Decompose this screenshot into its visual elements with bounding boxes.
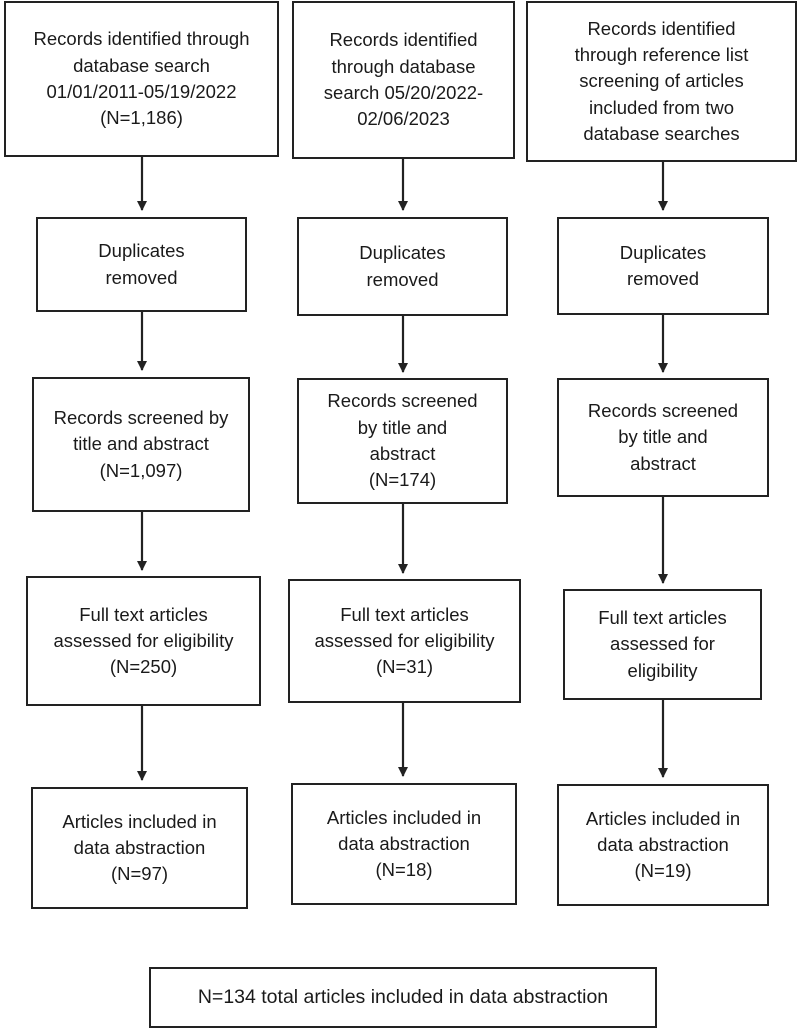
c3-fulltext-box: Full text articles assessed for eligibil… <box>563 589 762 700</box>
c2-included-box: Articles included in data abstraction (N… <box>291 783 517 905</box>
c2-fulltext-box: Full text articles assessed for eligibil… <box>288 579 521 703</box>
c1-duplicates-text: Duplicates removed <box>98 240 185 288</box>
c2-included-text: Articles included in data abstraction (N… <box>326 806 482 881</box>
c2-screened-box: Records screened by title and abstract (… <box>297 378 508 504</box>
c2-duplicates-box: Duplicates removed <box>297 217 508 316</box>
c1-included-box: Articles included in data abstraction (N… <box>31 787 248 909</box>
c3-screened-text: Records screened by title and abstract <box>587 400 739 474</box>
c2-records-box: Records identified through database sear… <box>292 1 515 159</box>
c1-included-text: Articles included in data abstraction (N… <box>62 810 217 885</box>
c1-screened-text: Records screened by title and abstract (… <box>53 407 229 481</box>
c3-included-box: Articles included in data abstraction (N… <box>557 784 769 906</box>
c3-included-text: Articles included in data abstraction (N… <box>585 807 741 882</box>
total-text: N=134 total articles included in data ab… <box>197 985 609 1008</box>
c2-fulltext-text: Full text articles assessed for eligibil… <box>314 603 495 678</box>
c3-records-text: Records identified through reference lis… <box>574 17 749 144</box>
c3-duplicates-box: Duplicates removed <box>557 217 769 315</box>
c1-records-box: Records identified through database sear… <box>4 1 279 157</box>
c3-fulltext-text: Full text articles assessed for eligibil… <box>598 607 727 681</box>
c1-fulltext-text: Full text articles assessed for eligibil… <box>53 603 234 678</box>
c1-records-text: Records identified through database sear… <box>33 28 250 129</box>
total-box: N=134 total articles included in data ab… <box>149 967 657 1028</box>
c3-duplicates-text: Duplicates removed <box>619 241 707 289</box>
c1-fulltext-box: Full text articles assessed for eligibil… <box>26 576 261 706</box>
c3-records-box: Records identified through reference lis… <box>526 1 797 162</box>
c1-screened-box: Records screened by title and abstract (… <box>32 377 250 512</box>
c2-records-text: Records identified through database sear… <box>323 29 484 130</box>
c1-duplicates-box: Duplicates removed <box>36 217 247 312</box>
c3-screened-box: Records screened by title and abstract <box>557 378 769 497</box>
c2-duplicates-text: Duplicates removed <box>359 242 446 290</box>
c2-screened-text: Records screened by title and abstract (… <box>327 390 478 491</box>
